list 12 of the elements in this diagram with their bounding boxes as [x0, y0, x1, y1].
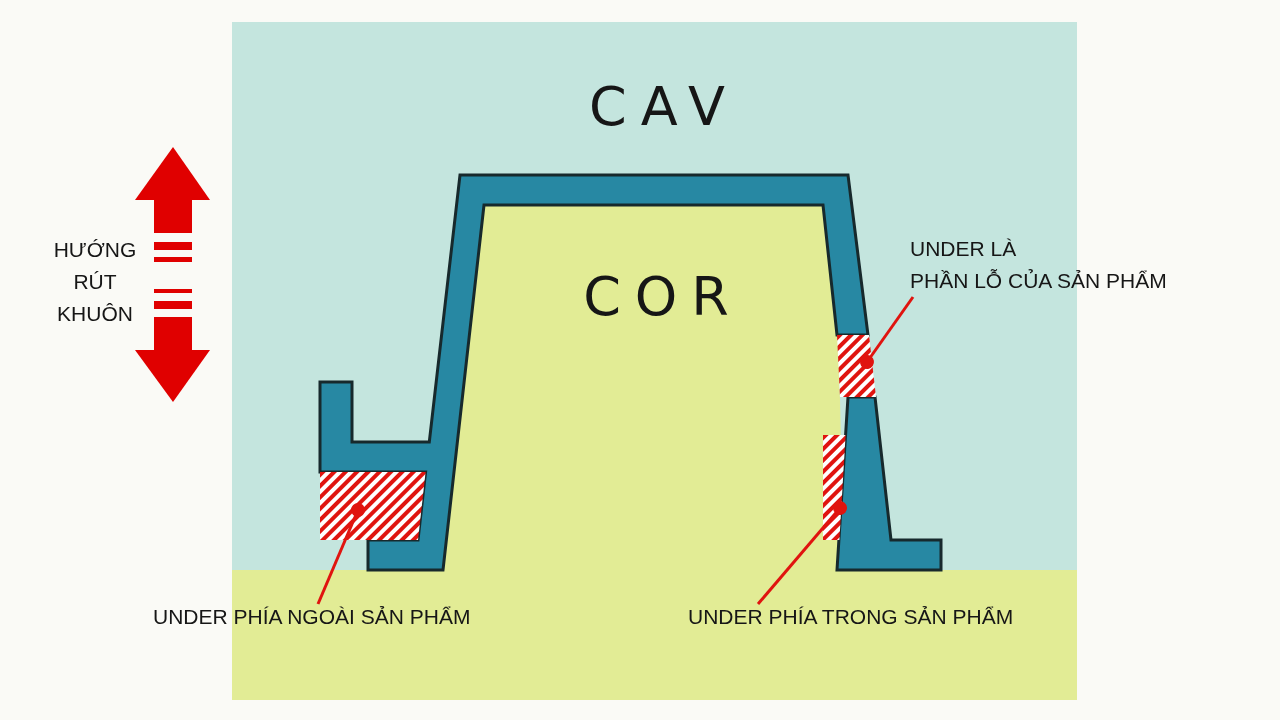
direction-label: HƯỚNG RÚT KHUÔN: [52, 237, 138, 327]
hatched-area: [837, 335, 876, 397]
region-label: COR: [582, 270, 743, 324]
hatched-area: [320, 472, 426, 540]
hatched-area: [823, 435, 846, 540]
region-label: CAV: [587, 80, 740, 134]
callout-text: UNDER PHÍA TRONG SẢN PHẨM: [688, 604, 1014, 630]
callout-text: UNDER PHÍA NGOÀI SẢN PHẨM: [153, 604, 471, 630]
leader-line: [860, 296, 915, 369]
leader-line: [756, 501, 847, 605]
leader-line: [316, 503, 365, 605]
callout-text: UNDER LÀ PHẦN LỖ CỦA SẢN PHẨM: [910, 233, 1167, 297]
